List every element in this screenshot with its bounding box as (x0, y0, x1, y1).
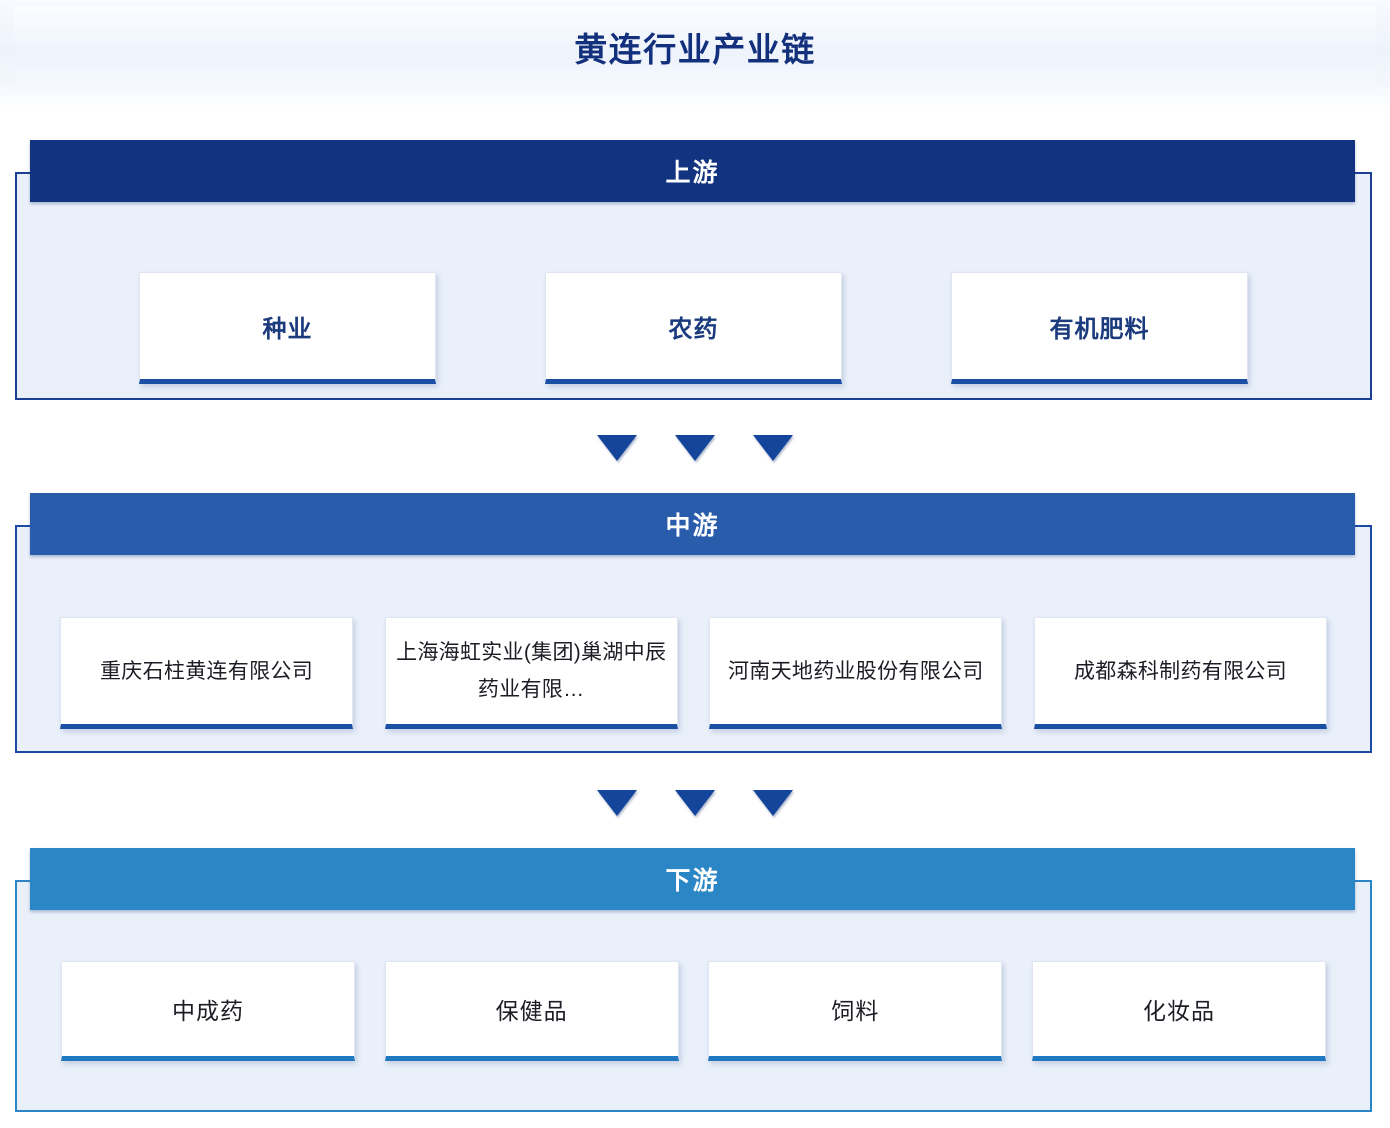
stage-upstream-header: 上游 (30, 140, 1355, 202)
stage-upstream-cards: 种业 农药 有机肥料 (17, 272, 1370, 384)
card-downstream-1[interactable]: 中成药 (61, 961, 355, 1061)
triangle-down-icon (675, 790, 715, 816)
stage-downstream-cards: 中成药 保健品 饲料 化妆品 (17, 961, 1370, 1061)
stage-downstream-body: 中成药 保健品 饲料 化妆品 (15, 880, 1372, 1112)
card-midstream-1[interactable]: 重庆石柱黄连有限公司 (60, 617, 353, 729)
card-upstream-1[interactable]: 种业 (139, 272, 436, 384)
page-title: 黄连行业产业链 (574, 31, 816, 68)
stage-midstream-header: 中游 (30, 493, 1355, 555)
card-midstream-4[interactable]: 成都森科制药有限公司 (1033, 617, 1327, 729)
stage-midstream-cards: 重庆石柱黄连有限公司 上海海虹实业(集团)巢湖中辰药业有限… 河南天地药业股份有… (17, 617, 1370, 729)
card-midstream-3[interactable]: 河南天地药业股份有限公司 (709, 617, 1003, 729)
stage-downstream-header: 下游 (30, 848, 1355, 910)
triangle-down-icon (753, 435, 793, 461)
triangle-down-icon (675, 435, 715, 461)
triangle-down-icon (753, 790, 793, 816)
card-downstream-4[interactable]: 化妆品 (1031, 961, 1326, 1061)
title-banner-background (14, 6, 1376, 92)
connector-midstream-to-downstream (0, 783, 1390, 823)
stage-midstream-body: 重庆石柱黄连有限公司 上海海虹实业(集团)巢湖中辰药业有限… 河南天地药业股份有… (15, 525, 1372, 753)
triangle-down-icon (597, 435, 637, 461)
card-upstream-3[interactable]: 有机肥料 (951, 272, 1248, 384)
card-downstream-2[interactable]: 保健品 (384, 961, 679, 1061)
card-downstream-3[interactable]: 饲料 (708, 961, 1003, 1061)
card-midstream-2[interactable]: 上海海虹实业(集团)巢湖中辰药业有限… (384, 617, 678, 729)
triangle-down-icon (597, 790, 637, 816)
title-banner: 黄连行业产业链 (0, 0, 1390, 110)
stage-upstream-body: 种业 农药 有机肥料 (15, 172, 1372, 400)
connector-upstream-to-midstream (0, 428, 1390, 468)
card-upstream-2[interactable]: 农药 (545, 272, 842, 384)
